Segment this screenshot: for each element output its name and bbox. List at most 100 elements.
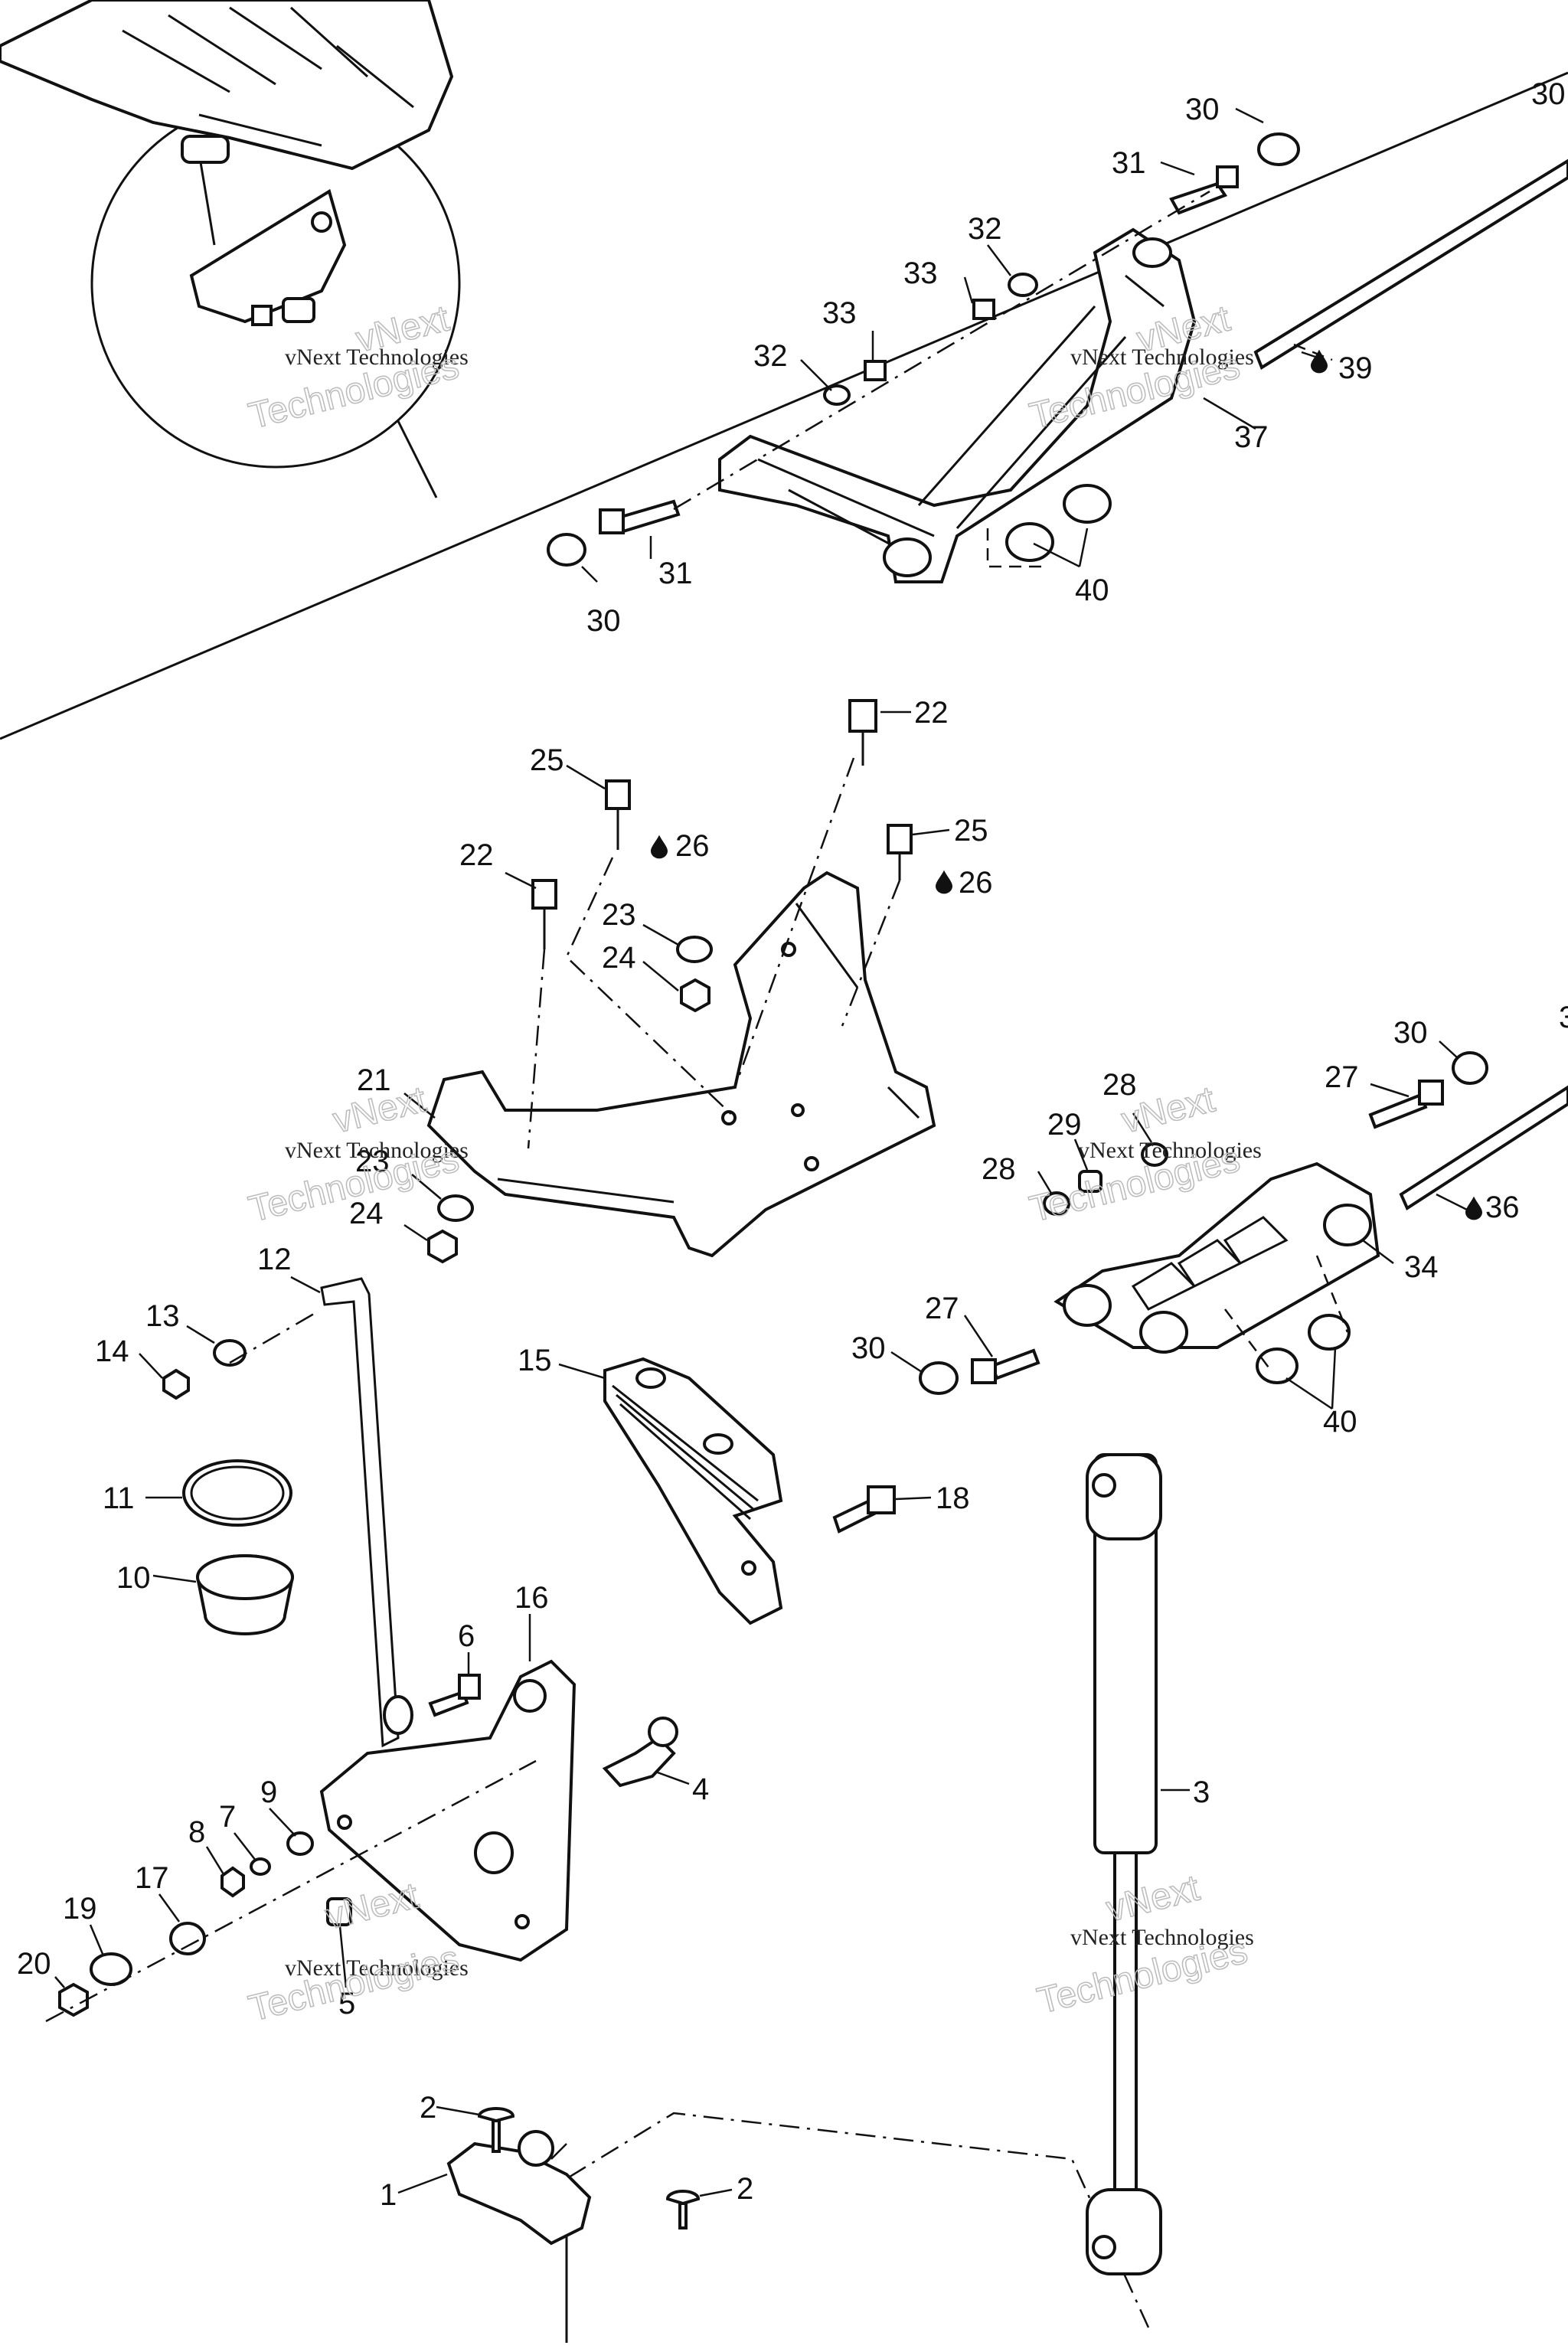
watermark: vNext Technologies vNext Technologies [244, 298, 469, 438]
callout-15: 15 [518, 1344, 552, 1377]
callouts: 30 30 31 32 33 33 32 39 37 31 30 40 22 2… [17, 77, 1568, 2212]
shaft-39 [1253, 158, 1568, 370]
washer-23-low [437, 1194, 474, 1222]
inset-rod [199, 162, 216, 246]
upper-mount-bracket [547, 132, 1568, 583]
pad-15-shape [603, 1357, 783, 1625]
callout-13: 13 [145, 1299, 180, 1333]
callout-14: 14 [95, 1334, 129, 1368]
center-line-34 [1224, 1255, 1349, 1371]
callout-25: 25 [954, 814, 988, 848]
bracket-16-hole-c [514, 1914, 530, 1929]
plate-hole-2 [721, 1110, 737, 1125]
watermark: vNext Technologies vNext Technologies [1025, 1079, 1262, 1231]
pad-15-hole-b [703, 1433, 733, 1455]
bolt-27-top [1368, 1093, 1428, 1129]
callout-26: 26 [675, 829, 710, 863]
section-divider [0, 71, 1568, 740]
ball-stud-4 [602, 1736, 676, 1788]
callout-27: 27 [925, 1292, 959, 1325]
clamp-11-inner [190, 1465, 285, 1521]
bracket-37-ribs [757, 274, 1165, 553]
watermark: vNext Technologies vNext Technologies [1033, 1867, 1254, 2023]
callout-23: 23 [602, 898, 636, 932]
callout-21: 21 [357, 1063, 391, 1097]
nut-33-top [972, 299, 995, 320]
shaft-39-line [1293, 343, 1333, 361]
hull-inset [0, 0, 461, 498]
callout-19: 19 [63, 1892, 97, 1926]
callout-26: 26 [959, 866, 993, 900]
bracket-16 [319, 1659, 577, 1962]
bolt-6-head [458, 1674, 481, 1700]
mounting-plate [426, 699, 936, 1264]
callout-34: 34 [1404, 1250, 1439, 1284]
gas-spring-rod [1113, 1851, 1138, 2191]
callout-30: 30 [1531, 77, 1566, 111]
callout-31: 31 [658, 557, 693, 590]
shaft-36 [1399, 1085, 1568, 1210]
callout-11: 11 [103, 1481, 135, 1515]
washer-32-top [1008, 273, 1038, 297]
callout-6: 6 [458, 1619, 475, 1653]
bolt-18-head [867, 1485, 896, 1514]
bushing-40-a [1005, 522, 1054, 562]
callout-7: 7 [219, 1800, 236, 1834]
callout-22: 22 [459, 838, 494, 872]
detail-leader [397, 420, 438, 498]
callout-27: 27 [1325, 1060, 1359, 1094]
gas-spring-3 [1086, 1453, 1162, 2275]
leader-lines [54, 107, 1471, 2197]
pad-15 [603, 1357, 783, 1625]
gas-spring-bottom-hole [1092, 2235, 1116, 2259]
callout-28: 28 [982, 1152, 1016, 1186]
bracket-1 [446, 2141, 592, 2246]
callout-40: 40 [1323, 1405, 1357, 1439]
bolt-22-top [848, 699, 877, 733]
svg-text:vNext Technologies: vNext Technologies [1070, 345, 1254, 370]
rod-12-eye [383, 1695, 413, 1735]
washer-23-top [676, 936, 713, 963]
inset-slot [282, 297, 315, 323]
svg-text:vNext Technologies: vNext Technologies [285, 1955, 469, 1981]
callout-20: 20 [17, 1947, 51, 1981]
pad-15-hole-a [635, 1367, 666, 1389]
grommet-10-top [196, 1554, 294, 1600]
svg-text:vNext: vNext [322, 1876, 423, 1938]
lever-assembly [45, 1277, 1150, 2328]
callout-5: 5 [338, 1987, 355, 2020]
nut-5 [326, 1897, 352, 1926]
bolt-27-low [990, 1348, 1040, 1380]
oil-drop-icon [651, 835, 668, 859]
bolt-25-left [605, 779, 631, 810]
callout-32: 32 [753, 339, 788, 373]
callout-4: 4 [692, 1772, 709, 1806]
callout-2: 2 [737, 2172, 753, 2206]
callout-29: 29 [1047, 1108, 1082, 1142]
oil-drop-icon [936, 870, 952, 894]
nut-14 [162, 1368, 190, 1400]
callout-3: 3 [1559, 1001, 1568, 1034]
bracket-34-eye-b [1139, 1311, 1188, 1354]
bolt-31-left-head [599, 508, 625, 534]
rod-12 [320, 1277, 400, 1748]
gas-spring-bottom-eye [1086, 2188, 1162, 2275]
callout-30: 30 [1393, 1016, 1428, 1050]
callout-2: 2 [420, 2091, 436, 2125]
bracket-16-hole-a [513, 1679, 547, 1713]
lower-mount-bracket [919, 1051, 1568, 1395]
callout-23: 23 [355, 1145, 390, 1178]
callout-32: 32 [968, 212, 1002, 246]
bolt-31-left [616, 499, 681, 534]
washer-13 [213, 1339, 247, 1367]
pad-15-grip [612, 1384, 759, 1521]
svg-text:vNext Technologies: vNext Technologies [1070, 1925, 1254, 1950]
svg-text:vNext Technologies: vNext Technologies [1078, 1138, 1262, 1163]
bushing-40-d [1308, 1314, 1351, 1351]
spacer-9 [286, 1831, 314, 1856]
cap-30-low [919, 1361, 959, 1395]
center-line-top [673, 190, 1210, 511]
callout-30: 30 [586, 604, 621, 638]
bolt-27-top-head [1418, 1080, 1444, 1106]
callout-37: 37 [1234, 420, 1269, 454]
